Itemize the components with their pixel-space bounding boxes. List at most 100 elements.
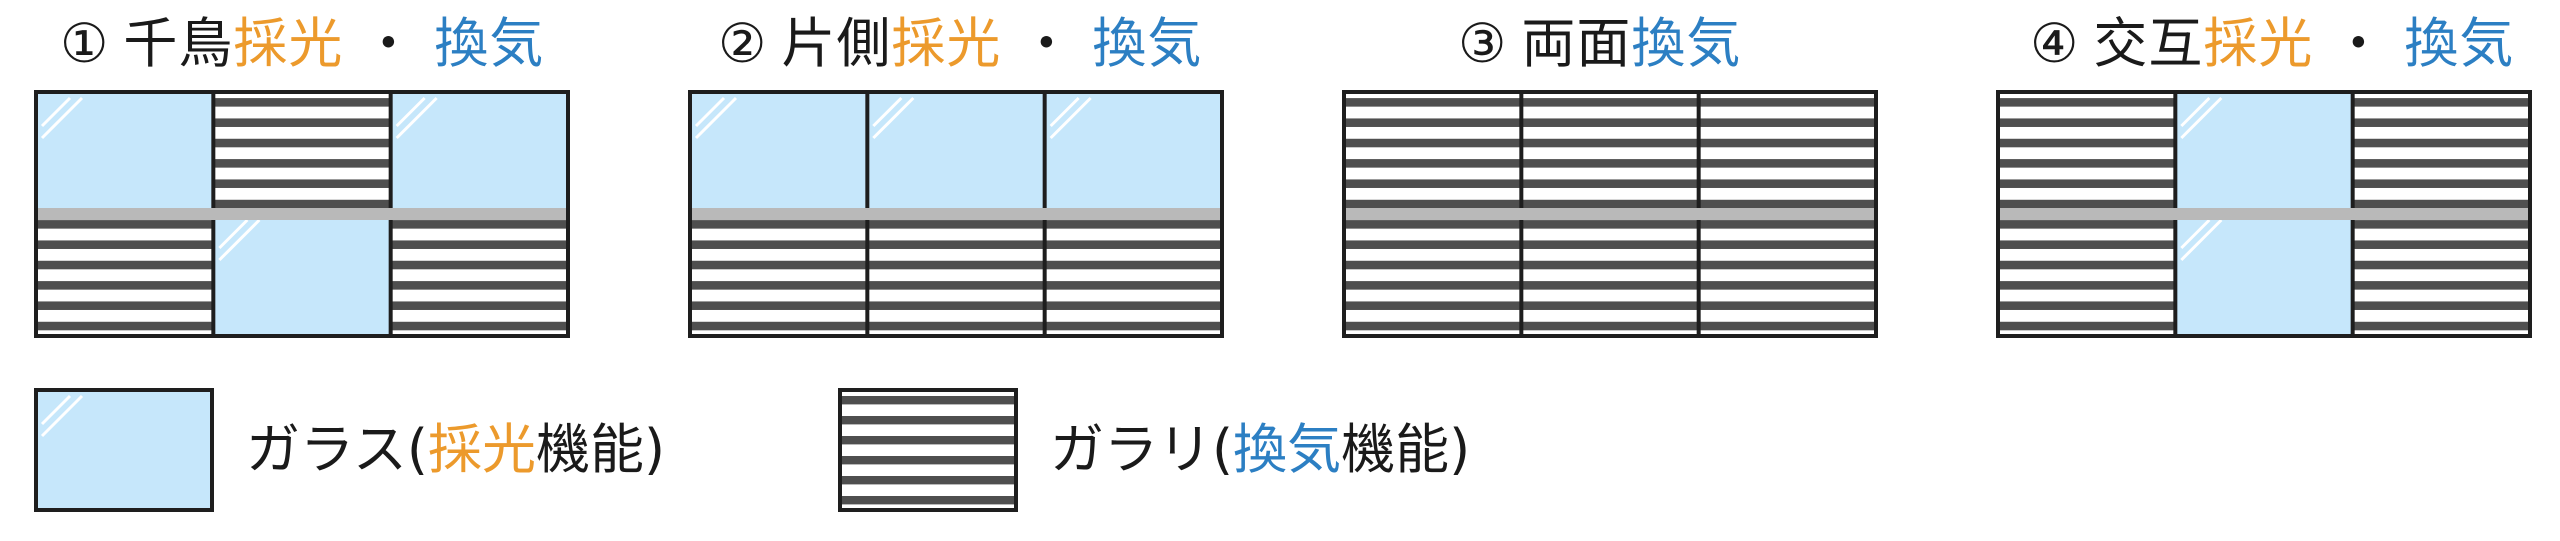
louver-slat <box>1344 301 1522 310</box>
louver-slat <box>213 159 391 168</box>
glass-pane <box>867 92 1045 214</box>
louver-slat <box>2352 179 2530 188</box>
separator: ・ <box>361 12 417 75</box>
legend-glass-swatch <box>34 388 214 512</box>
legend-function-rest: 機能 <box>1341 418 1450 481</box>
louver-cell <box>1698 92 1876 214</box>
legend-name: ガラス <box>246 418 407 481</box>
louver-panel <box>1521 92 1699 214</box>
ventilation-label: 換気 <box>434 12 545 75</box>
louver-panel <box>390 214 568 336</box>
pattern-name: 千鳥 <box>123 12 234 75</box>
louver-slat <box>36 220 214 229</box>
glass-reflection <box>40 394 72 426</box>
glass-reflection <box>694 96 738 140</box>
louver-slat <box>1998 199 2176 209</box>
glass-pane <box>36 92 214 214</box>
legend-drawing <box>34 388 214 512</box>
legend-drawing <box>838 388 1018 512</box>
legend-paren-open: ( <box>1212 418 1234 481</box>
louver-slat <box>1344 260 1522 270</box>
louver-slat <box>1698 260 1876 270</box>
louver-slat <box>1698 179 1876 188</box>
louver-cell <box>1521 92 1699 214</box>
louver-slat <box>1698 199 1876 209</box>
louver-cell <box>36 214 214 336</box>
ventilation-label: 換気 <box>1092 12 1203 75</box>
louver-slat <box>1521 179 1699 188</box>
louver-slat <box>1344 321 1522 331</box>
glass-reflection <box>218 218 261 262</box>
glass-reflection <box>2180 218 2223 262</box>
louver-slat <box>213 199 391 209</box>
window-frame <box>34 90 570 338</box>
window-drawing <box>34 90 570 338</box>
glass-reflection <box>872 96 903 128</box>
louver-slat <box>840 436 1016 445</box>
legend-glass-label: ガラス(採光機能) <box>246 412 665 488</box>
glass-reflection <box>2180 218 2211 250</box>
louver-cell <box>840 390 1016 510</box>
louver-panel <box>213 92 391 214</box>
window-frame <box>1996 90 2532 338</box>
louver-slat <box>213 138 391 148</box>
louver-slat <box>1521 281 1699 290</box>
louver-slat <box>840 396 1016 405</box>
louver-panel <box>1044 214 1222 336</box>
louver-slat <box>213 118 391 127</box>
louver-slat <box>1521 159 1699 168</box>
louver-slat <box>1698 321 1876 331</box>
louver-slat <box>2352 301 2530 310</box>
glass-reflection <box>1049 96 1092 140</box>
pattern-number: ① <box>60 12 110 75</box>
louver-slat <box>1998 159 2176 168</box>
louver-panel <box>1521 214 1699 336</box>
glass-cell <box>1044 92 1222 214</box>
louver-slat <box>1998 281 2176 290</box>
ventilation-label: 換気 <box>2404 12 2515 75</box>
louver-panel <box>1698 92 1876 214</box>
louver-slat <box>1698 301 1876 310</box>
glass-pane <box>36 390 212 510</box>
louver-slat <box>1698 138 1876 148</box>
louver-cell <box>2352 92 2530 214</box>
louver-slat <box>36 281 214 290</box>
legend-function-colored: 換気 <box>1233 418 1342 481</box>
pattern-number: ④ <box>2030 12 2080 75</box>
glass-cell <box>36 390 212 510</box>
glass-reflection <box>218 218 249 250</box>
louver-slat <box>213 179 391 188</box>
transom <box>34 208 570 220</box>
louver-slat <box>840 476 1016 485</box>
louver-slat <box>1521 98 1699 107</box>
lighting-label: 採光 <box>891 12 1002 75</box>
louver-slat <box>1521 138 1699 148</box>
glass-cell <box>2175 214 2353 336</box>
lighting-label: 採光 <box>233 12 344 75</box>
swatch-frame <box>838 388 1018 512</box>
louver-slat <box>1044 220 1222 229</box>
louver-slat <box>2352 281 2530 290</box>
glass-cell <box>390 92 568 214</box>
glass-reflection <box>872 96 915 140</box>
louver-panel <box>840 390 1016 510</box>
louver-slat <box>1344 159 1522 168</box>
pattern-number: ③ <box>1458 12 1508 75</box>
transom <box>1342 208 1878 220</box>
louver-slat <box>213 98 391 107</box>
glass-reflection <box>40 96 72 128</box>
louver-slat <box>690 321 868 331</box>
louver-slat <box>1698 240 1876 249</box>
louver-slat <box>1044 260 1222 270</box>
glass-reflection <box>2180 96 2211 128</box>
louver-slat <box>390 281 568 290</box>
swatch-frame <box>34 388 214 512</box>
glass-reflection <box>40 96 84 140</box>
pattern-1-window <box>34 90 570 338</box>
louver-slat <box>690 281 868 290</box>
louver-slat <box>1998 138 2176 148</box>
louver-slat <box>867 321 1045 331</box>
